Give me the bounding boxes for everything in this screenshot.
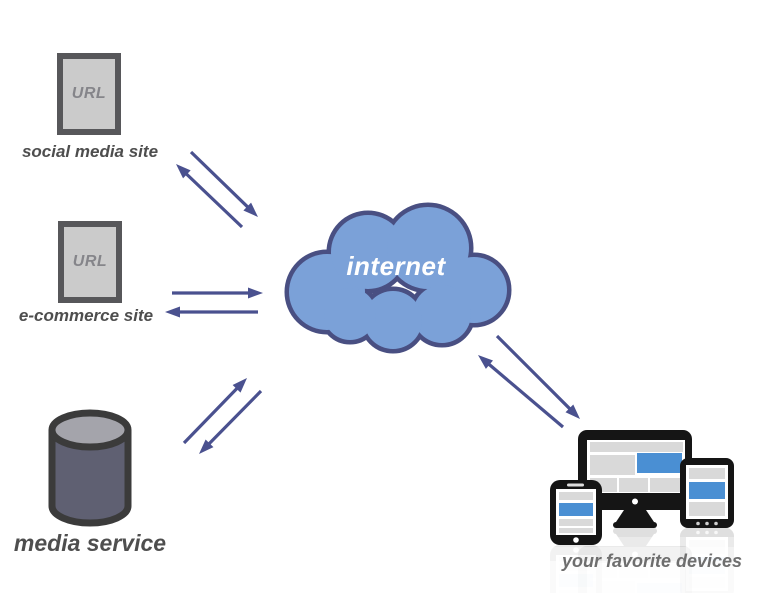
arrow-line bbox=[206, 389, 263, 446]
arrow-line bbox=[486, 362, 565, 429]
cylinder-top bbox=[48, 409, 132, 451]
arrow-line bbox=[189, 150, 250, 210]
arrow-line bbox=[184, 171, 244, 229]
url-icon-label: URL bbox=[71, 85, 107, 102]
internet-label: internet bbox=[346, 251, 446, 281]
responsive-devices-icon bbox=[545, 430, 745, 593]
cloud-icon bbox=[284, 202, 512, 354]
arrow-head bbox=[248, 287, 263, 299]
database-cylinder-icon bbox=[48, 409, 132, 527]
arrow-head bbox=[565, 404, 580, 419]
arrow-head bbox=[176, 164, 191, 179]
cloud-fill bbox=[289, 207, 507, 349]
connection-e-commerce-internet bbox=[165, 287, 263, 318]
smartphone-icon bbox=[550, 480, 602, 545]
arrow-head bbox=[478, 355, 494, 369]
social-media-site-label: social media site bbox=[21, 142, 159, 161]
cylinder-body bbox=[48, 430, 132, 527]
connection-social-media-internet bbox=[176, 150, 258, 229]
e-commerce-site-label: e-commerce site bbox=[18, 306, 154, 325]
devices-reflection bbox=[545, 528, 745, 593]
your-favorite-devices-label: your favorite devices bbox=[561, 551, 743, 571]
url-document-icon: URL bbox=[57, 53, 121, 135]
arrow-head bbox=[243, 202, 258, 217]
media-service-label: media service bbox=[13, 530, 167, 556]
arrow-head bbox=[165, 306, 180, 318]
arrow-line bbox=[182, 386, 240, 445]
arrow-head bbox=[232, 378, 247, 393]
social-media-site-node: URL bbox=[57, 53, 121, 135]
connection-media-service-internet bbox=[182, 378, 263, 454]
tablet-icon bbox=[680, 458, 734, 528]
url-icon-label: URL bbox=[72, 253, 108, 270]
url-document-icon: URL bbox=[58, 221, 122, 303]
arrow-head bbox=[199, 439, 214, 454]
e-commerce-site-node: URL bbox=[58, 221, 122, 303]
